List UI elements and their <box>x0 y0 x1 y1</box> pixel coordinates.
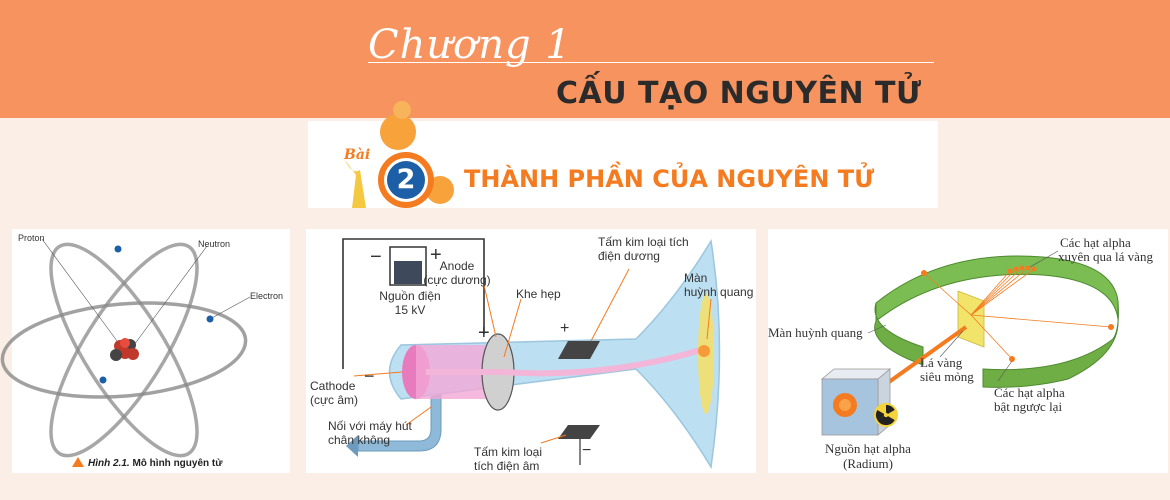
label-alpha-bounced-1: Các hạt alpha <box>994 385 1065 400</box>
cathode-ray-tube-figure: − + Nguồn điện 15 kV Anode (cực dương) +… <box>306 229 756 473</box>
label-alpha-source-2: (Radium) <box>843 456 893 471</box>
label-alpha-passing-1: Các hạt alpha <box>1060 235 1131 250</box>
anode-plus: + <box>478 322 490 344</box>
chapter-underline <box>368 62 934 63</box>
cathode-ray-tube-diagram <box>342 238 721 470</box>
gold-foil-experiment-figure: Các hạt alpha xuyên qua lá vàng Màn huỳn… <box>768 229 1168 473</box>
caption-text: Mô hình nguyên tử <box>132 458 223 469</box>
label-alpha-passing-2: xuyên qua lá vàng <box>1058 249 1153 264</box>
label-screen-2: huỳnh quang <box>684 285 754 299</box>
chapter-title: CẤU TẠO NGUYÊN TỬ <box>556 76 922 111</box>
battery-plus: + <box>430 244 442 266</box>
label-gold-foil-2: siêu mỏng <box>920 369 974 384</box>
label-cathode-note: (cực âm) <box>310 393 359 407</box>
label-anode: Anode <box>439 259 475 273</box>
label-gold-foil-1: Lá vàng <box>920 355 963 370</box>
label-negative-plate-1: Tấm kim loại <box>474 445 543 459</box>
label-positive-plate-2: điện dương <box>598 249 660 263</box>
label-cathode: Cathode <box>310 379 356 393</box>
caption-prefix: Hình 2.1. <box>88 458 130 469</box>
atom-model-figure: Proton Neutron Electron Hình 2.1. Mô hìn… <box>0 229 290 473</box>
label-vacuum-1: Nối với máy hút <box>328 419 412 433</box>
chapter-header <box>0 0 1170 118</box>
lesson-bai-word: Bài <box>344 147 371 163</box>
caption-triangle-icon <box>72 457 84 467</box>
label-power-source: Nguồn điện <box>379 289 441 303</box>
figure-caption: Hình 2.1. Mô hình nguyên tử <box>72 457 222 469</box>
label-voltage: 15 kV <box>394 303 426 317</box>
cathode-minus: − <box>364 366 375 386</box>
radiation-icon <box>875 404 895 426</box>
plate-plus: + <box>560 320 570 337</box>
label-fluorescent-screen: Màn huỳnh quang <box>768 325 863 340</box>
label-alpha-bounced-2: bật ngược lại <box>994 399 1063 414</box>
label-proton: Proton <box>18 233 45 243</box>
gold-foil-diagram <box>820 250 1119 436</box>
plate-minus: − <box>582 442 592 459</box>
label-anode-note: (cực dương) <box>423 273 491 287</box>
battery-minus: − <box>370 246 382 268</box>
label-vacuum-2: chân không <box>328 433 391 447</box>
label-slit: Khe hẹp <box>516 287 561 301</box>
chapter-label: Chương 1 <box>368 22 572 68</box>
lesson-number: 2 <box>396 164 416 195</box>
label-negative-plate-2: tích điện âm <box>474 459 540 473</box>
label-screen-1: Màn <box>684 271 708 285</box>
label-positive-plate-1: Tấm kim loại tích <box>598 235 689 249</box>
lesson-title: THÀNH PHẦN CỦA NGUYÊN TỬ <box>464 165 875 193</box>
radium-source-box <box>820 368 898 436</box>
atom-diagram <box>0 238 251 458</box>
label-alpha-source-1: Nguồn hạt alpha <box>825 441 911 456</box>
electrons <box>99 245 214 384</box>
atom-nucleus <box>110 338 139 361</box>
label-electron: Electron <box>250 291 284 301</box>
label-neutron: Neutron <box>198 239 231 249</box>
